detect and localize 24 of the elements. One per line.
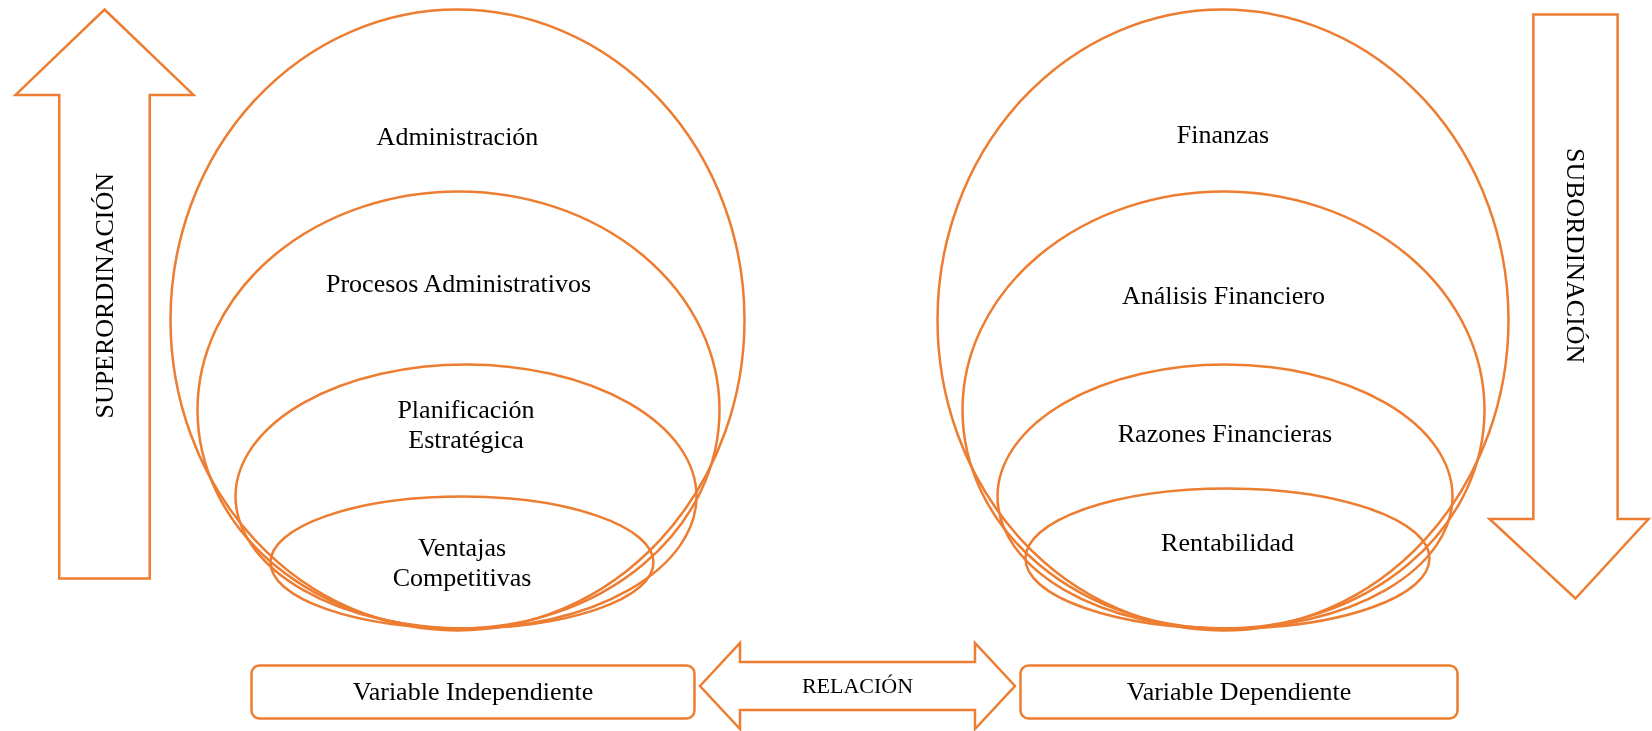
node-label: Administración <box>375 122 540 152</box>
ellipse-node <box>1024 487 1431 630</box>
up-block-arrow <box>14 8 195 580</box>
node-label: Ventajas Competitivas <box>391 533 533 593</box>
node-label: Análisis Financiero <box>1121 281 1326 311</box>
node-label: SUPERORDINACIÓN <box>88 173 120 419</box>
node-label: Variable Independiente <box>351 677 595 707</box>
node-label: Procesos Administrativos <box>324 269 593 299</box>
ellipse-node <box>234 363 698 630</box>
ellipse-node <box>961 190 1486 630</box>
node-label: Planificación Estratégica <box>396 395 536 455</box>
rounded-box <box>1019 664 1459 720</box>
ellipse-node <box>936 8 1510 632</box>
ellipse-node <box>196 190 721 630</box>
ellipse-node <box>269 495 655 630</box>
node-label: Razones Financieras <box>1116 419 1334 449</box>
node-label: Variable Dependiente <box>1125 677 1353 707</box>
node-label: Finanzas <box>1175 120 1271 150</box>
ellipse-node <box>996 363 1454 630</box>
rounded-box <box>250 664 696 720</box>
node-label: Rentabilidad <box>1160 528 1295 558</box>
node-label: SUBORDINACIÓN <box>1560 148 1592 364</box>
down-block-arrow <box>1488 13 1650 600</box>
ellipse-node <box>169 8 746 632</box>
